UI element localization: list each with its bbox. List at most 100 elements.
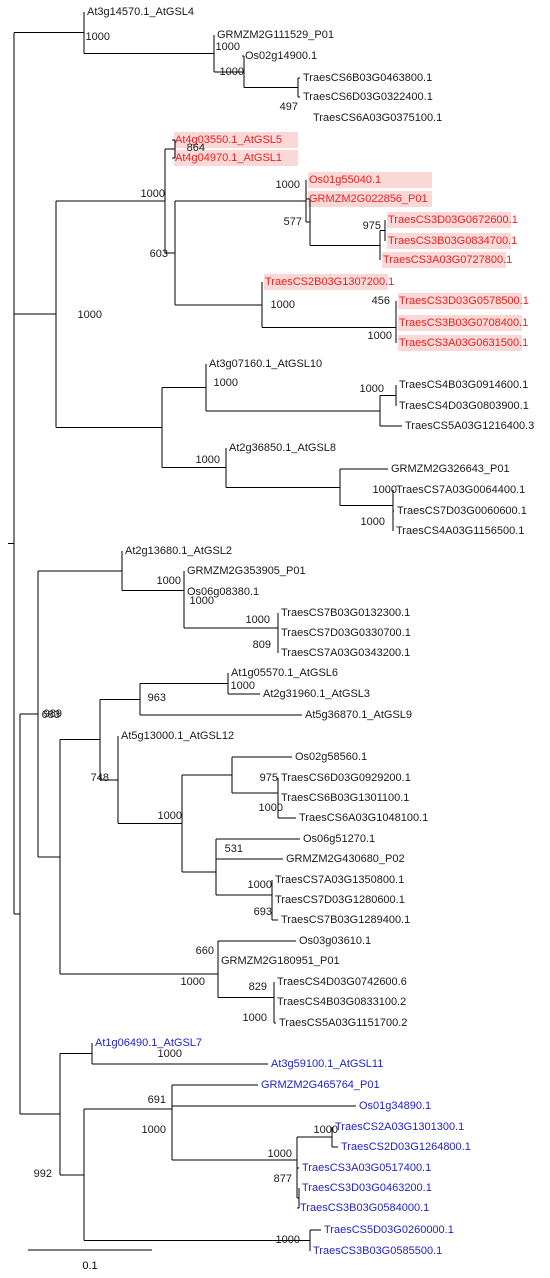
leaf-label: GRMZM2G326643_P01 (391, 463, 510, 475)
leaf-label: TraesCS4D03G0803900.1 (399, 400, 529, 412)
leaf-highlight (398, 335, 522, 351)
bootstrap-value: 1000 (190, 595, 214, 607)
leaf-label: GRMZM2G430680_P02 (286, 853, 405, 865)
leaf-highlight (398, 315, 522, 331)
bootstrap-value: 577 (284, 216, 302, 228)
leaf-label: TraesCS3D03G0672600.1 (388, 214, 518, 226)
bootstrap-value: 660 (196, 945, 214, 957)
leaf-label: TraesCS7B03G0132300.1 (281, 607, 410, 619)
bootstrap-value: 1000 (196, 454, 220, 466)
leaf-label: At2g36850.1_AtGSL8 (229, 442, 336, 454)
leaf-highlight (387, 233, 511, 249)
leaf-label: Os06g08380.1 (187, 586, 259, 598)
leaf-label: Os01g34890.1 (359, 1100, 431, 1112)
bootstrap-value: 975 (260, 772, 278, 784)
leaf-label: TraesCS7A03G0343200.1 (281, 647, 410, 659)
branch-layer (8, 12, 402, 1251)
bootstrap-value: 1000 (268, 1148, 292, 1160)
bootstrap-value: 1000 (141, 188, 165, 200)
leaf-label: TraesCS5A03G1216400.3 (405, 420, 534, 432)
leaf-label: TraesCS4B03G0914600.1 (399, 379, 528, 391)
bootstrap-value: 864 (187, 142, 205, 154)
bootstrap-value: 1000 (248, 879, 272, 891)
leaf-label: TraesCS4D03G0742600.6 (277, 976, 407, 988)
leaf-label: TraesCS4B03G0833100.2 (277, 996, 406, 1008)
leaf-label: TraesCS3D03G0463200.1 (302, 1182, 432, 1194)
leaf-label: At5g36870.1_AtGSL9 (305, 709, 412, 721)
leaf-label: At2g31960.1_AtGSL3 (263, 688, 370, 700)
bootstrap-value: 1000 (158, 810, 182, 822)
leaf-highlight (382, 252, 506, 268)
leaf-label: TraesCS3A03G0727800.1 (383, 254, 512, 266)
bootstrap-value: 1000 (368, 330, 392, 342)
leaf-label: TraesCS6A03G0375100.1 (313, 112, 442, 124)
leaf-label: TraesCS3B03G0708400.1 (399, 317, 528, 329)
leaf-label: TraesCS3B03G0584000.1 (300, 1202, 429, 1214)
leaf-label: TraesCS6D03G0322400.1 (303, 91, 433, 103)
leaf-label: TraesCS3B03G0834700.1 (388, 235, 517, 247)
bootstrap-value: 1000 (216, 41, 240, 53)
leaf-highlight (387, 212, 511, 228)
scale-bar: 0.1 (28, 1249, 152, 1272)
leaf-highlight (308, 172, 432, 188)
bootstrap-value: 1000 (157, 575, 181, 587)
leaf-label: TraesCS3A03G0631500.1 (399, 337, 528, 349)
leaf-label: At5g13000.1_AtGSL12 (121, 730, 234, 742)
bootstrap-value: 1000 (259, 802, 283, 814)
bootstrap-value: 1000 (243, 1012, 267, 1024)
bootstrap-value: 1000 (231, 680, 255, 692)
leaf-label: TraesCS5D03G0260000.1 (324, 1224, 454, 1236)
leaf-label: TraesCS3B03G0585500.1 (313, 1245, 442, 1257)
leaf-highlight (174, 150, 298, 166)
leaf-label: TraesCS7D03G1280600.1 (275, 894, 405, 906)
leaf-label: TraesCS6B03G0463800.1 (303, 72, 432, 84)
leaf-label: At3g59100.1_AtGSL11 (271, 1058, 383, 1070)
bootstrap-label-layer: 497 1000 1000 1000 864 975 577 1000 456 1000 1000 6… (34, 31, 397, 1246)
leaf-label: TraesCS7A03G0064400.1 (396, 484, 525, 496)
bootstrap-value: 1000 (271, 299, 295, 311)
bootstrap-value: 1000 (220, 66, 244, 78)
bootstrap-value: 1000 (314, 1124, 338, 1136)
leaf-label: Os01g55040.1 (309, 174, 381, 186)
leaf-label: TraesCS7D03G0060600.1 (397, 505, 527, 517)
bootstrap-value: 693 (254, 906, 272, 918)
bootstrap-value: 963 (148, 692, 166, 704)
bootstrap-value: 1000 (246, 614, 270, 626)
leaf-label: TraesCS4A03G1156500.1 (396, 525, 524, 537)
bootstrap-value: 1000 (276, 1234, 300, 1246)
leaf-label: TraesCS7A03G1350800.1 (275, 874, 404, 886)
bootstrap-value: 531 (225, 843, 243, 855)
bootstrap-value: 497 (280, 101, 298, 113)
leaf-label: TraesCS7D03G0330700.1 (281, 627, 411, 639)
bootstrap-value: 1000 (142, 1124, 166, 1136)
bootstrap-value: 1000 (86, 31, 110, 43)
leaf-label: TraesCS6A03G1048100.1 (299, 812, 428, 824)
leaf-label: TraesCS2B03G1307200.1 (265, 276, 394, 288)
leaf-highlight (398, 293, 522, 309)
leaf-highlight (308, 191, 432, 207)
bootstrap-value: 829 (249, 981, 267, 993)
leaf-label: Os03g03610.1 (299, 935, 371, 947)
leaf-label: At4g04970.1_AtGSL1 (175, 152, 282, 164)
leaf-label: TraesCS3D03G0578500.1 (399, 295, 529, 307)
bootstrap-value: 1000 (78, 309, 102, 321)
bootstrap-value: 877 (274, 1173, 292, 1185)
leaf-label: TraesCS3A03G0517400.1 (302, 1162, 431, 1174)
leaf-highlight (174, 132, 298, 148)
highlight-layer (174, 132, 522, 351)
bootstrap-value: 683 (42, 709, 60, 721)
leaf-label: At4g03550.1_AtGSL5 (175, 134, 282, 146)
bootstrap-value: 975 (363, 220, 381, 232)
leaf-label: At1g06490.1_AtGSL7 (95, 1037, 202, 1049)
leaf-label: TraesCS2D03G1264800.1 (341, 1141, 471, 1153)
scale-bar-label: 0.1 (82, 1260, 97, 1272)
leaf-label: At2g13680.1_AtGSL2 (125, 545, 232, 557)
leaf-label: Os02g58560.1 (295, 751, 367, 763)
leaf-label: GRMZM2G022856_P01 (309, 193, 428, 205)
bootstrap-value: 456 (372, 295, 390, 307)
leaf-label: GRMZM2G111529_P01 (217, 29, 334, 41)
bootstrap-value: 809 (253, 639, 271, 651)
bootstrap-value: 691 (148, 1094, 166, 1106)
bootstrap-value: 1000 (276, 179, 300, 191)
